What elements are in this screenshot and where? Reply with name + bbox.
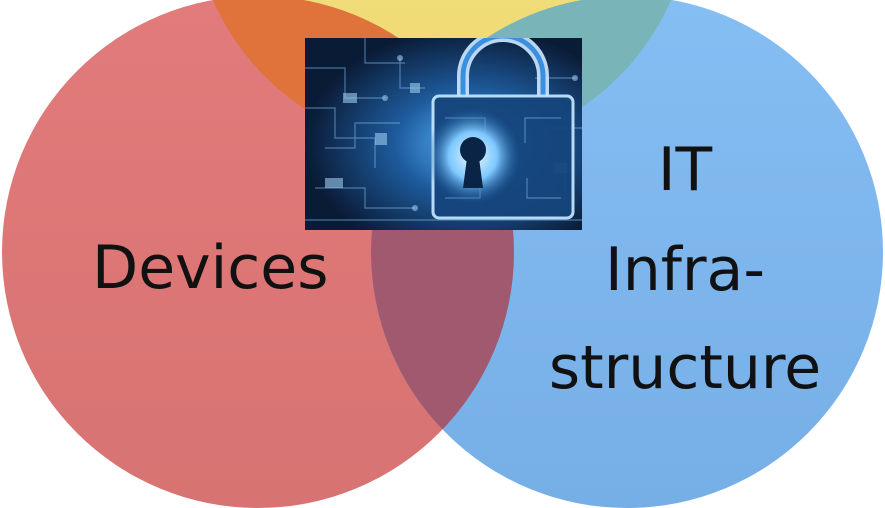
devices-label: Devices [92, 233, 329, 303]
circuit-padlock-icon [305, 30, 582, 230]
structure-label: structure [548, 333, 822, 403]
it-label: IT [657, 135, 713, 205]
infra-label: Infra- [605, 235, 765, 305]
